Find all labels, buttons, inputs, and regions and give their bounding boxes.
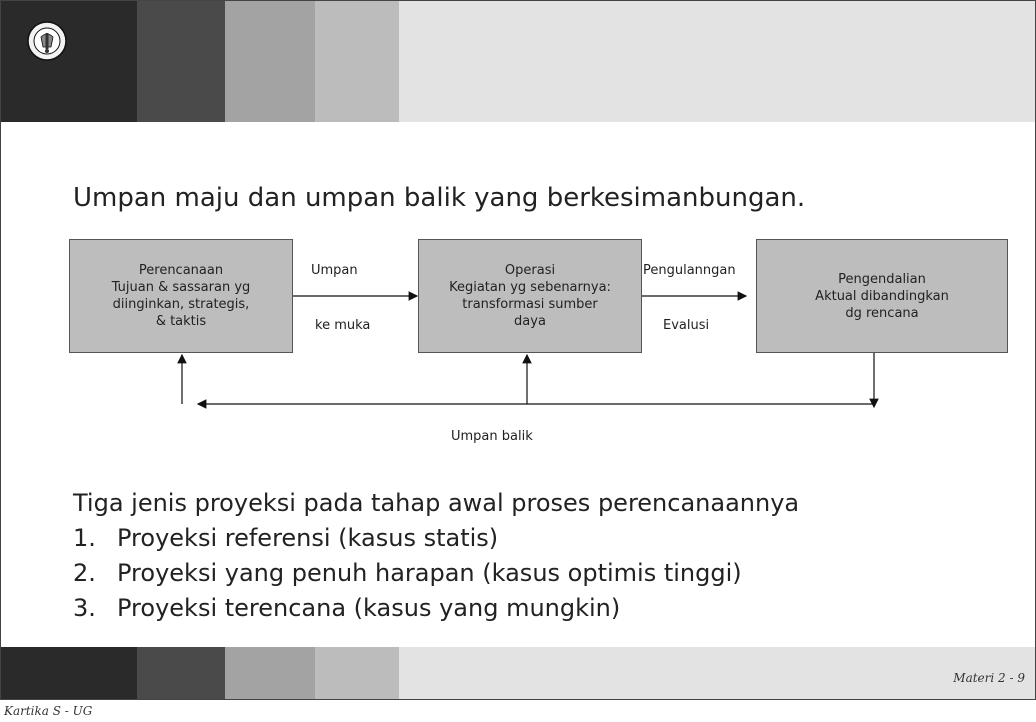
box-line: daya <box>514 314 546 329</box>
footer-band-mid <box>137 647 225 699</box>
label-evaluasi: Evalusi <box>663 318 710 333</box>
box-line: Aktual dibandingkan <box>815 288 949 304</box>
footer-band-dark <box>1 647 137 699</box>
label-umpan: Umpan <box>311 263 358 278</box>
header-band-dark <box>1 1 137 122</box>
label-umpan-balik: Umpan balik <box>451 429 533 444</box>
box-pengendalian: Pengendalian Aktual dibandingkan dg renc… <box>756 239 1008 353</box>
list-item: 1. Proyeksi referensi (kasus statis) <box>73 521 799 556</box>
box-line: transformasi sumber <box>462 297 598 312</box>
box-line: Tujuan & sassaran yg <box>111 280 251 295</box>
list-item: 2. Proyeksi yang penuh harapan (kasus opt… <box>73 556 799 591</box>
header-band-light <box>225 1 315 122</box>
box-operasi: Operasi Kegiatan yg sebenarnya: transfor… <box>418 239 642 353</box>
list-number: 2. <box>73 559 96 587</box>
box-line: Perencanaan <box>138 263 224 278</box>
box-line: Operasi <box>504 263 556 278</box>
list-number: 3. <box>73 594 96 622</box>
body-text: Tiga jenis proyeksi pada tahap awal pros… <box>73 486 799 626</box>
slide: Umpan maju dan umpan balik yang berkesim… <box>0 0 1036 700</box>
label-pengulangan: Pengulanngan <box>643 263 736 278</box>
footer-band-pale <box>399 647 1035 699</box>
list-item: 3. Proyeksi terencana (kasus yang mungkin… <box>73 591 799 626</box>
list-text: Proyeksi yang penuh harapan (kasus optim… <box>117 559 742 587</box>
header-band-lighter <box>315 1 399 122</box>
box-line: Pengendalian <box>838 271 926 287</box>
projection-list: 1. Proyeksi referensi (kasus statis) 2. Pr… <box>73 521 799 626</box>
slide-heading: Umpan maju dan umpan balik yang berkesim… <box>73 183 806 213</box>
box-line: Kegiatan yg sebenarnya: <box>449 280 611 295</box>
box-line: & taktis <box>155 314 207 329</box>
header-band-pale <box>399 1 1035 122</box>
footer-band-light <box>225 647 315 699</box>
author-footer: Kartika S - UG <box>4 704 93 718</box>
list-number: 1. <box>73 524 96 552</box>
header-band-mid <box>137 1 225 122</box>
footer-band-lighter <box>315 647 399 699</box>
label-ke-muka: ke muka <box>315 318 371 333</box>
box-perencanaan: Perencanaan Tujuan & sassaran yg diingin… <box>69 239 293 353</box>
list-text: Proyeksi terencana (kasus yang mungkin) <box>117 594 621 622</box>
university-logo-icon <box>27 21 67 61</box>
page-number: Materi 2 - 9 <box>953 671 1025 685</box>
list-text: Proyeksi referensi (kasus statis) <box>117 524 499 552</box>
box-line: diinginkan, strategis, <box>112 297 250 312</box>
body-intro: Tiga jenis proyeksi pada tahap awal pros… <box>73 489 800 517</box>
box-line: dg rencana <box>845 305 919 321</box>
